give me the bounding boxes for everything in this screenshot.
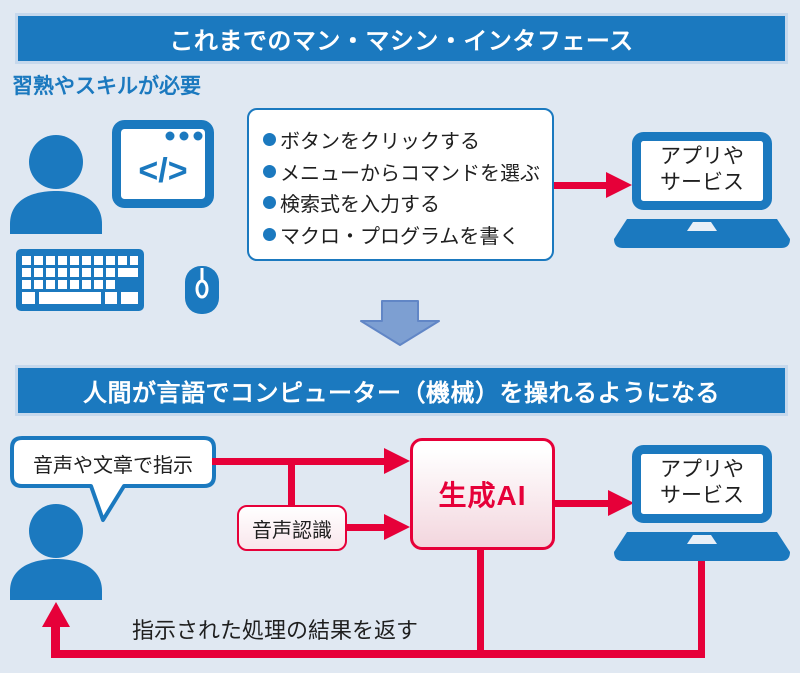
code-glyph: </> (138, 152, 187, 190)
arrowhead-right-icon (384, 448, 410, 474)
speech-bubble (10, 436, 216, 522)
section2-header-label: 人間が言語でコンピューター（機械）を操れるようになる (83, 380, 720, 407)
return-result-label: 指示された処理の結果を返す (132, 618, 419, 643)
down-arrow-icon (360, 300, 440, 346)
method-label: メニューからコマンドを選ぶ (280, 162, 540, 185)
keyboard-icon (16, 249, 144, 311)
app-service-label: アプリや サービス (660, 145, 744, 194)
list-item: 検索式を入力する (263, 188, 542, 217)
bullet-icon (263, 164, 276, 178)
section1-header-label: これまでのマン・マシン・インタフェース (169, 28, 634, 55)
arrowhead-right-icon (606, 172, 632, 198)
method-label: マクロ・プログラムを書く (280, 225, 520, 248)
section2-header: 人間が言語でコンピューター（機械）を操れるようになる (18, 368, 785, 413)
section1-header: これまでのマン・マシン・インタフェース (18, 16, 785, 61)
list-item: マクロ・プログラムを書く (263, 220, 542, 249)
mouse-icon (185, 266, 219, 314)
speech-bubble-label: 音声や文章で指示 (33, 454, 193, 477)
app-service-label: アプリや サービス (660, 458, 744, 507)
person-icon (10, 504, 102, 600)
line-return-horizontal (51, 650, 705, 658)
list-item: メニューからコマンドを選ぶ (263, 157, 542, 186)
line-bubble-to-genai (212, 458, 386, 465)
section1-subtitle: 習熟やスキルが必要 (12, 75, 201, 98)
bullet-icon (263, 227, 276, 241)
methods-list-box: ボタンをクリックする メニューからコマンドを選ぶ 検索式を入力する マクロ・プロ… (247, 108, 554, 261)
arrow-methods-to-app (554, 182, 606, 189)
speech-recognition-box: 音声認識 (237, 505, 347, 551)
method-label: ボタンをクリックする (280, 131, 480, 153)
laptop-icon: アプリや サービス (613, 131, 791, 253)
arrowhead-right-icon (384, 514, 410, 540)
line-app-down (698, 561, 705, 650)
laptop-graphic (614, 445, 790, 561)
line-branch-to-speech-recognition (288, 458, 295, 507)
code-window-icon: </> (112, 120, 214, 208)
arrowhead-right-icon (608, 490, 634, 516)
line-genai-down (477, 549, 484, 650)
line-return-up (51, 626, 60, 652)
person-icon (10, 135, 102, 234)
speech-recognition-label: 音声認識 (252, 519, 332, 542)
list-item: ボタンをクリックする (263, 125, 542, 154)
laptop-graphic (614, 132, 790, 248)
line-genai-to-app (555, 500, 610, 507)
line-sr-to-genai (347, 524, 386, 531)
generative-ai-label: 生成AI (438, 480, 527, 511)
laptop-icon: アプリや サービス (613, 444, 791, 566)
bullet-icon (263, 133, 276, 146)
method-label: 検索式を入力する (280, 194, 440, 217)
bullet-icon (263, 196, 276, 210)
arrowhead-up-icon (42, 602, 70, 627)
generative-ai-box: 生成AI (410, 438, 555, 550)
